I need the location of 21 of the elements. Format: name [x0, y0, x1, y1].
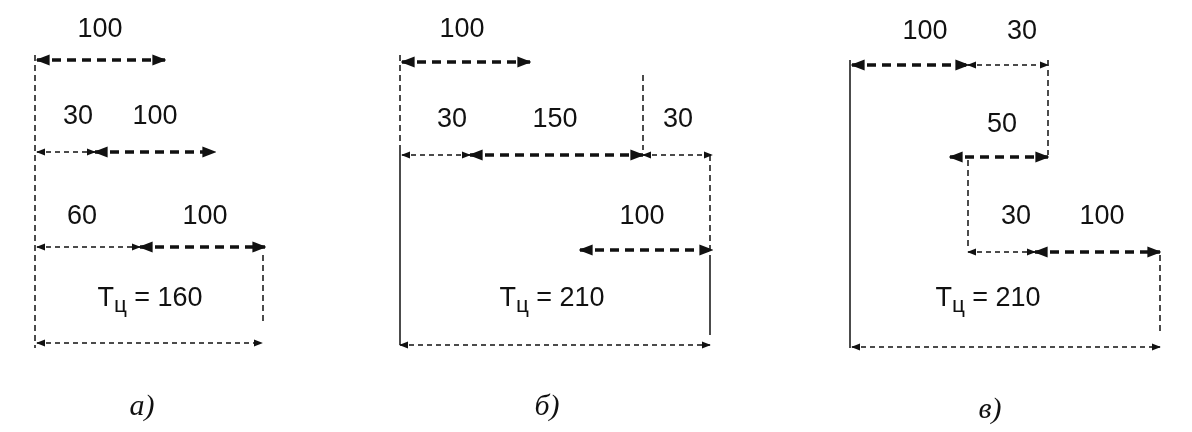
dimension-value: 50 — [987, 109, 1017, 137]
dimension-value: 30 — [437, 104, 467, 132]
dimension-value: 30 — [1001, 201, 1031, 229]
dimension-value: 30 — [63, 101, 93, 129]
cycle-time-label: T$_{ц}$ = 160 — [97, 283, 203, 317]
dimension-value: 100 — [1079, 201, 1125, 229]
dimension-value: 60 — [67, 201, 97, 229]
cycle-time-label: T$_{ц}$ = 210 — [499, 283, 605, 317]
dimension-value: 30 — [1007, 16, 1037, 44]
dimension-value: 100 — [439, 14, 485, 42]
panel-caption: а) — [129, 390, 155, 420]
dimension-value: 100 — [619, 201, 665, 229]
panel-caption: б) — [534, 390, 560, 420]
dimension-value: 30 — [663, 104, 693, 132]
cycle-time-label: T$_{ц}$ = 210 — [935, 283, 1041, 317]
dimension-value: 150 — [532, 104, 578, 132]
dimension-value: 100 — [132, 101, 178, 129]
dimension-value: 100 — [77, 14, 123, 42]
dimension-value: 100 — [182, 201, 228, 229]
dimension-value: 100 — [902, 16, 948, 44]
panel-caption: в) — [978, 393, 1002, 423]
